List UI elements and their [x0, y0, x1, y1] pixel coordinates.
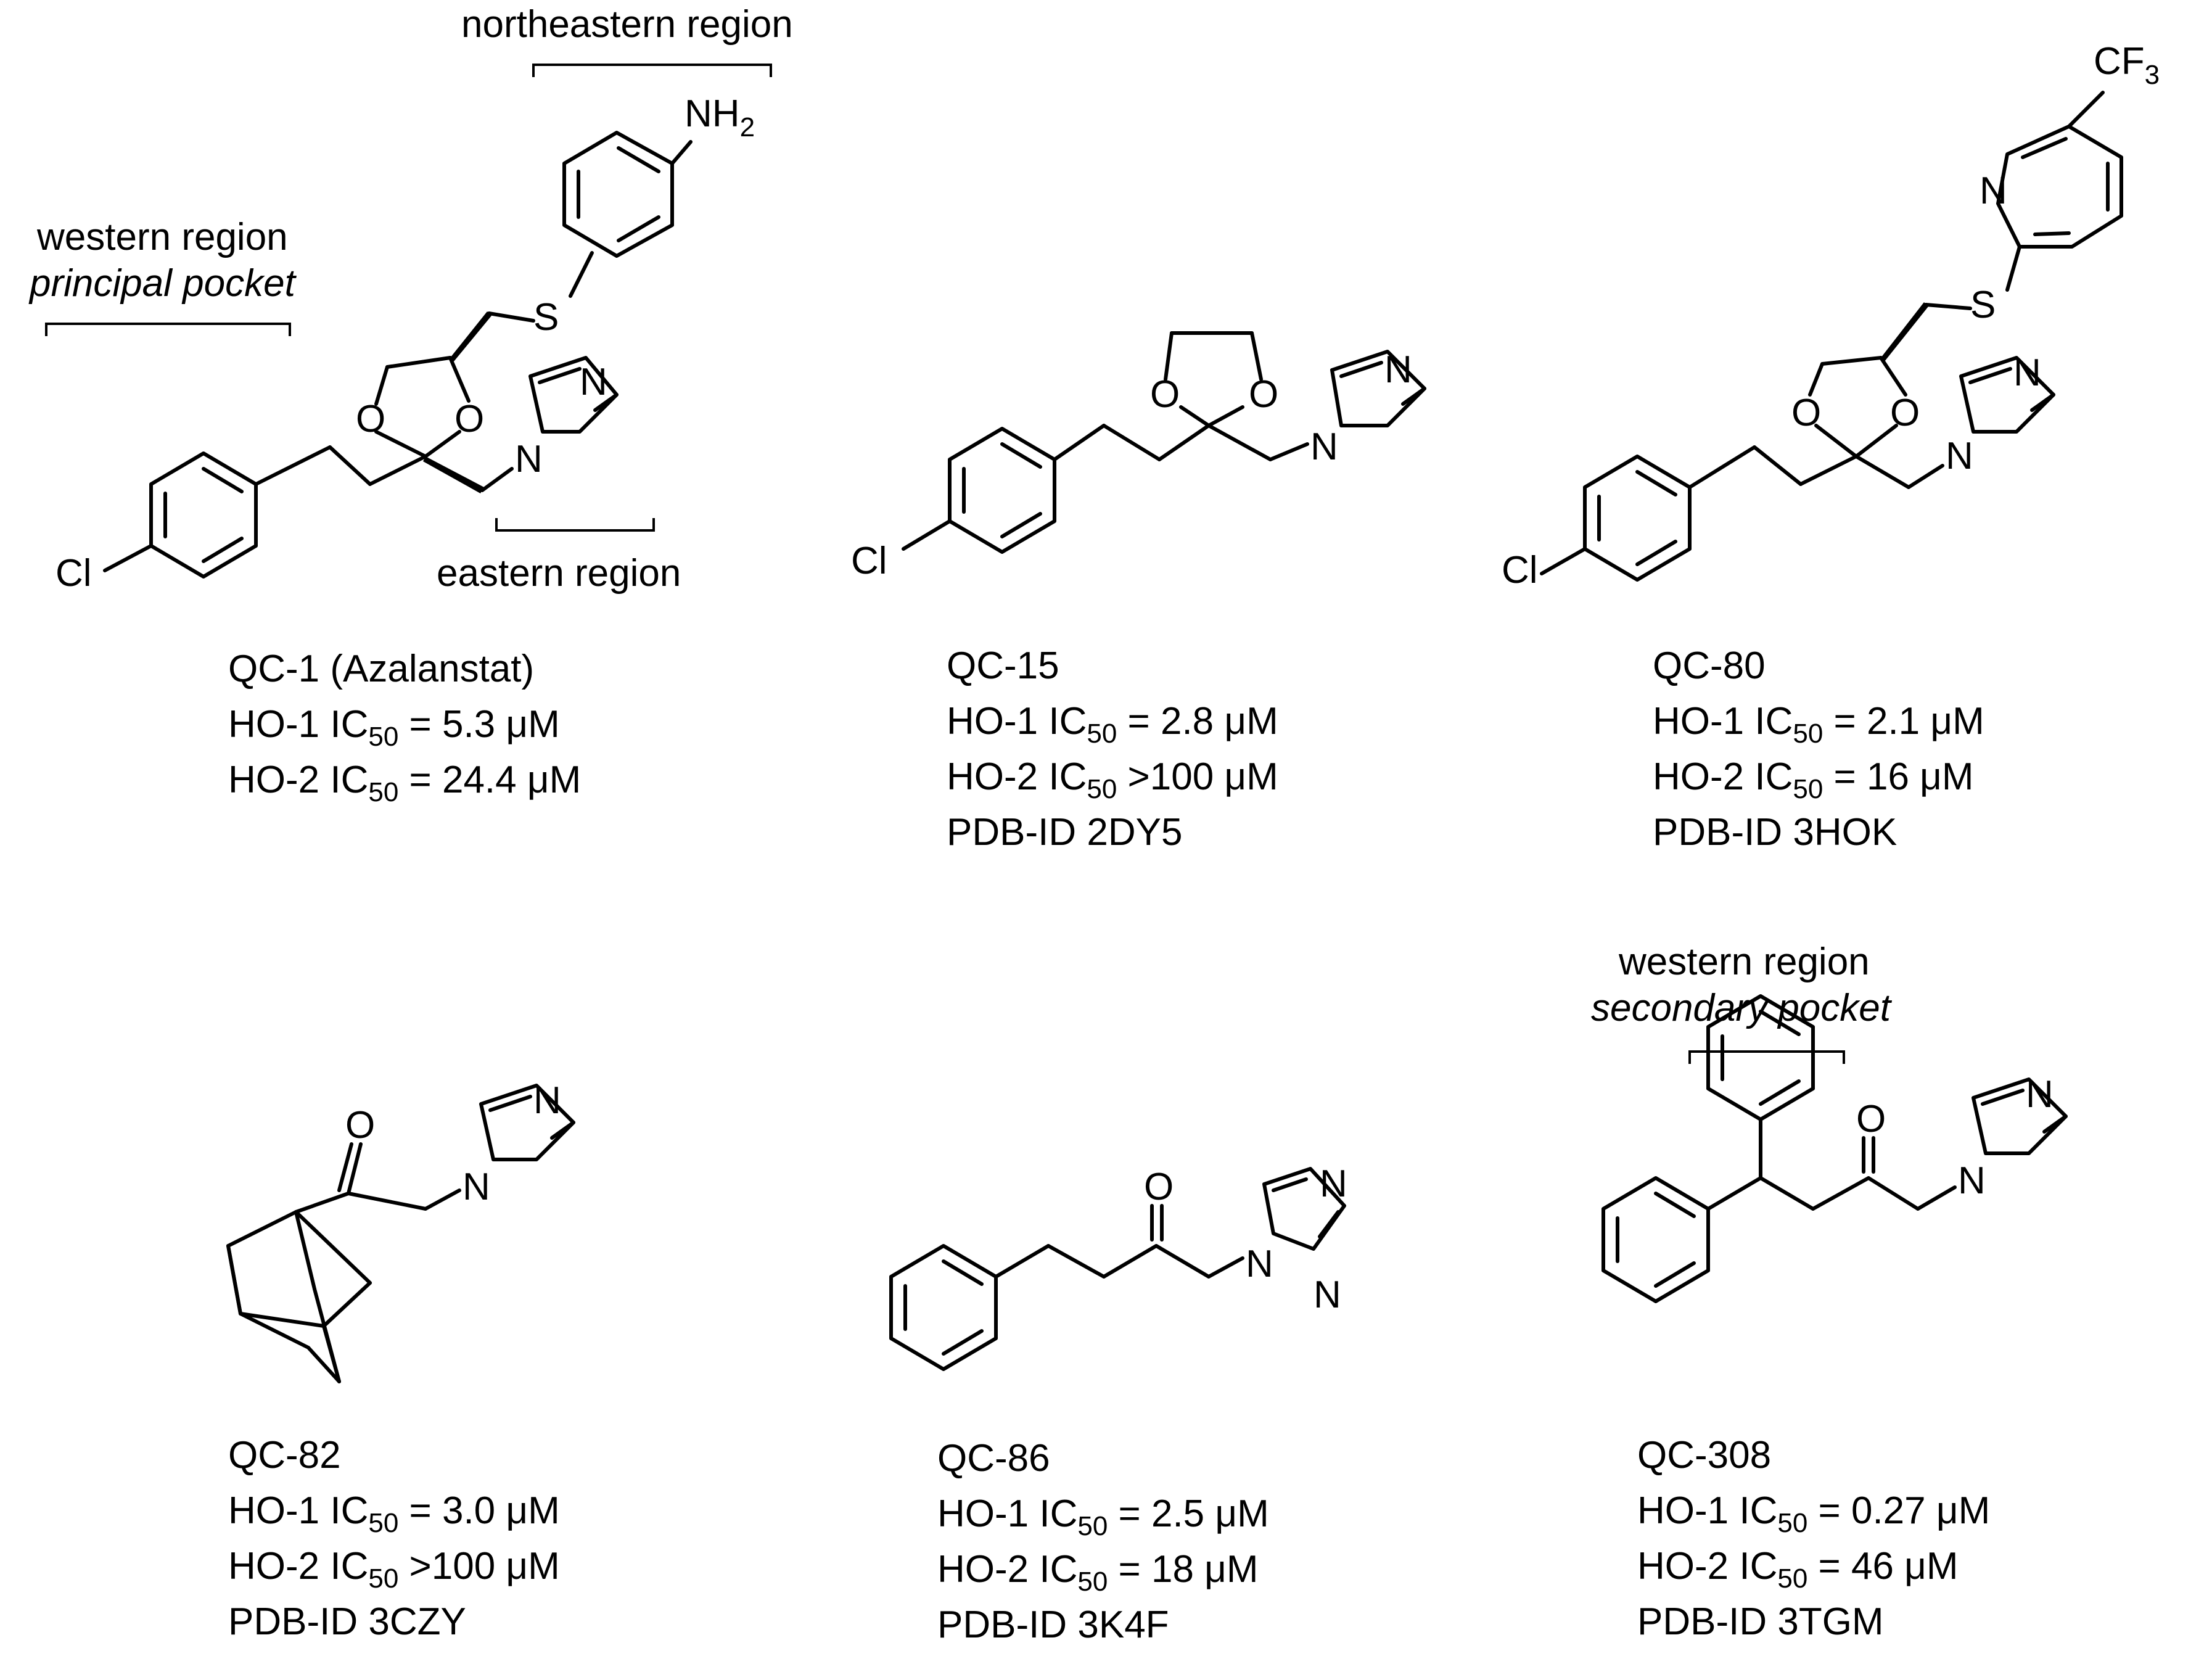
qc308-o-atom: O: [1856, 1098, 1886, 1140]
qc1-o-atom: O: [454, 398, 484, 440]
qc82-n-atom: N: [463, 1166, 490, 1208]
qc1-o-atom: O: [356, 398, 385, 440]
ho1-ic50: HO-1 IC50 = 3.0 μM: [228, 1489, 560, 1538]
principal-pocket-label: principal pocket: [28, 262, 297, 305]
qc15-o-atom: O: [1249, 373, 1278, 416]
pdb-id: PDB-ID 2DY5: [947, 811, 1182, 854]
qc308-left-phenyl-ring: [1601, 1176, 1710, 1303]
qc86-o-atom: O: [1144, 1166, 1174, 1208]
qc1-n-atom: N: [515, 438, 543, 480]
qc1-cl-atom: Cl: [56, 552, 92, 595]
qc80-s-atom: S: [1970, 284, 1996, 326]
qc86-phenyl-ring: [889, 1244, 998, 1371]
qc1-aminophenyl-ring: [562, 131, 674, 258]
northeastern-region-label: northeastern region: [461, 3, 793, 46]
qc82-imidazole-ring: [479, 1084, 575, 1161]
structure-qc15: Cl O O N N: [851, 331, 1426, 582]
compound-name: QC-308: [1637, 1434, 1771, 1477]
compound-name: QC-80: [1653, 645, 1766, 687]
qc15-o-atom: O: [1150, 373, 1180, 416]
qc308-n-atom: N: [2026, 1073, 2054, 1116]
ho2-ic50: HO-2 IC50 = 18 μM: [937, 1548, 1259, 1597]
compound-name: QC-86: [937, 1437, 1050, 1480]
qc1-n-atom: N: [580, 361, 607, 403]
qc80-o-atom: O: [1890, 392, 1920, 434]
qc80-n-atom: N: [1946, 435, 1973, 477]
secondary-pocket-bracket: [1688, 1050, 1845, 1064]
caption-qc308: QC-308 HO-1 IC50 = 0.27 μM HO-2 IC50 = 4…: [1637, 1434, 1990, 1643]
caption-qc86: QC-86 HO-1 IC50 = 2.5 μM HO-2 IC50 = 18 …: [937, 1437, 1269, 1646]
ho1-ic50: HO-1 IC50 = 2.1 μM: [1653, 700, 1984, 749]
pdb-id: PDB-ID 3K4F: [937, 1604, 1169, 1646]
qc86-triazole-ring: [1262, 1167, 1346, 1251]
ho2-ic50: HO-2 IC50 = 16 μM: [1653, 756, 1974, 804]
ho1-ic50: HO-1 IC50 = 0.27 μM: [1637, 1489, 1990, 1538]
qc80-cl-atom: Cl: [1502, 549, 1538, 591]
qc15-n-atom: N: [1310, 426, 1338, 468]
qc1-nh2-group: NH2: [685, 93, 755, 142]
northeastern-bracket: [532, 64, 772, 77]
qc80-pyridine-ring: [1996, 125, 2123, 249]
qc82-o-atom: O: [345, 1104, 375, 1147]
eastern-region-label: eastern region: [437, 552, 681, 595]
compound-name: QC-15: [947, 645, 1059, 687]
pdb-id: PDB-ID 3CZY: [228, 1600, 466, 1643]
qc308-n-atom: N: [1958, 1159, 1986, 1202]
qc86-n-atom: N: [1314, 1274, 1341, 1316]
compound-name: QC-1 (Azalanstat): [228, 648, 534, 690]
qc80-pyridine-n-atom: N: [1980, 170, 2007, 212]
structure-qc80: Cl O O S N N N CF3: [1502, 40, 2160, 591]
secondary-pocket-label: secondary pocket: [1591, 987, 1893, 1029]
structure-qc1: Cl O O S N N NH2 northeastern region wes…: [28, 3, 793, 595]
western-region-label-2: western region: [1618, 941, 1870, 983]
qc82-n-atom: N: [533, 1079, 561, 1122]
ho1-ic50: HO-1 IC50 = 5.3 μM: [228, 703, 560, 752]
qc308-imidazole-ring: [1971, 1077, 2068, 1155]
qc15-cl-atom: Cl: [851, 540, 887, 582]
ho2-ic50: HO-2 IC50 >100 μM: [947, 756, 1278, 804]
qc308-top-phenyl-ring: [1706, 994, 1815, 1121]
qc86-n-atom: N: [1246, 1243, 1273, 1285]
qc80-o-atom: O: [1791, 392, 1821, 434]
structure-qc82: O N N: [226, 1079, 575, 1383]
ho1-ic50: HO-1 IC50 = 2.8 μM: [947, 700, 1278, 749]
ho1-ic50: HO-1 IC50 = 2.5 μM: [937, 1493, 1269, 1541]
caption-qc15: QC-15 HO-1 IC50 = 2.8 μM HO-2 IC50 >100 …: [947, 645, 1278, 854]
ho2-ic50: HO-2 IC50 = 24.4 μM: [228, 759, 581, 807]
compound-name: QC-82: [228, 1434, 341, 1477]
western-region-label: western region: [36, 216, 288, 258]
pdb-id: PDB-ID 3TGM: [1637, 1600, 1884, 1643]
qc15-imidazole-ring: [1330, 350, 1426, 427]
caption-qc80: QC-80 HO-1 IC50 = 2.1 μM HO-2 IC50 = 16 …: [1653, 645, 1984, 854]
ho2-ic50: HO-2 IC50 >100 μM: [228, 1545, 560, 1594]
principal-pocket-bracket: [45, 323, 291, 336]
qc15-n-atom: N: [1384, 348, 1412, 391]
qc1-imidazole-ring: [528, 356, 619, 434]
ho2-ic50: HO-2 IC50 = 46 μM: [1637, 1545, 1959, 1594]
structure-qc86: O N N N: [889, 1163, 1347, 1371]
qc80-imidazole-ring: [1959, 356, 2055, 434]
caption-qc82: QC-82 HO-1 IC50 = 3.0 μM HO-2 IC50 >100 …: [228, 1434, 560, 1643]
caption-qc1: QC-1 (Azalanstat) HO-1 IC50 = 5.3 μM HO-…: [228, 648, 581, 807]
eastern-bracket: [495, 518, 655, 532]
qc1-s-atom: S: [533, 296, 559, 339]
qc80-cf3-group: CF3: [2094, 40, 2160, 90]
qc86-n-atom: N: [1320, 1163, 1347, 1205]
pdb-id: PDB-ID 3HOK: [1653, 811, 1897, 854]
qc80-n-atom: N: [2013, 352, 2041, 394]
structure-qc308: O N N western region secondary pocket: [1591, 941, 2068, 1303]
